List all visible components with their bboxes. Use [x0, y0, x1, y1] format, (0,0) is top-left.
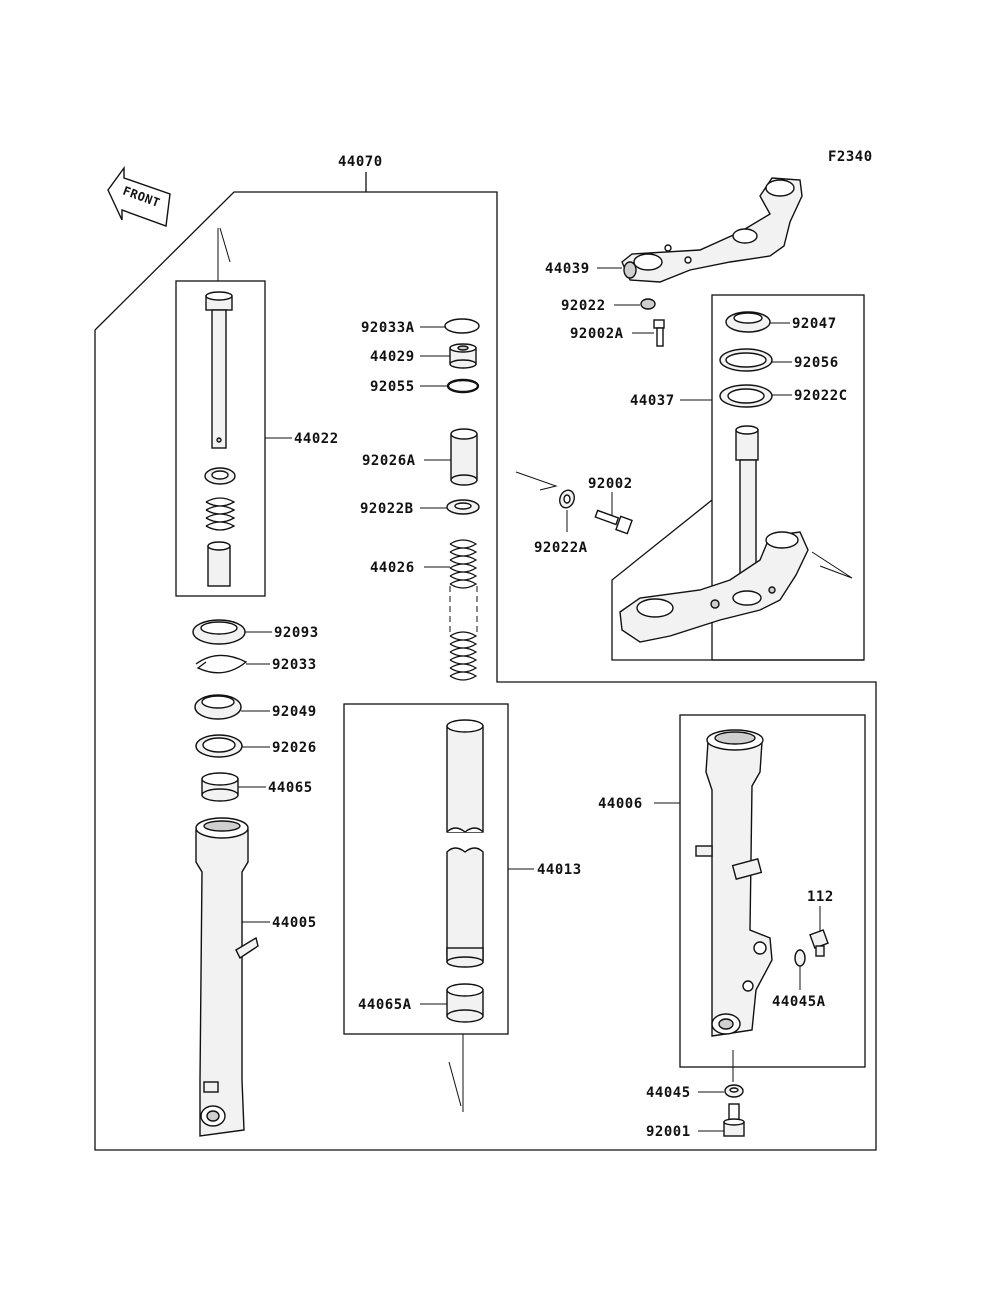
part-damper-rod-44022[interactable]	[204, 291, 236, 587]
part-bushing-44065[interactable]	[201, 772, 239, 802]
label-44045[interactable]: 44045	[646, 1085, 691, 1101]
label-44070[interactable]: 44070	[338, 154, 383, 170]
part-washer-92022A[interactable]	[557, 488, 576, 510]
part-upper-bracket[interactable]	[621, 177, 803, 283]
label-92022A[interactable]: 92022A	[534, 540, 588, 556]
part-bolt-92002[interactable]	[594, 509, 633, 535]
part-washer-92022C[interactable]	[719, 384, 773, 408]
label-44037[interactable]: 44037	[630, 393, 675, 409]
label-44022[interactable]: 44022	[294, 431, 339, 447]
part-spacer-92026A[interactable]	[450, 428, 478, 486]
label-44065A[interactable]: 44065A	[358, 997, 412, 1013]
label-44039[interactable]: 44039	[545, 261, 590, 277]
label-44029[interactable]: 44029	[370, 349, 415, 365]
part-outer-tube-44005[interactable]	[195, 817, 259, 1137]
label-92022C[interactable]: 92022C	[794, 388, 848, 404]
label-92002A[interactable]: 92002A	[570, 326, 624, 342]
part-washer-92026[interactable]	[195, 734, 243, 758]
part-bearing-92047[interactable]	[725, 311, 771, 333]
label-92056[interactable]: 92056	[794, 355, 839, 371]
label-92002[interactable]: 92002	[588, 476, 633, 492]
label-92033[interactable]: 92033	[272, 657, 317, 673]
part-outer-tube-44006[interactable]	[695, 729, 773, 1037]
right-tube-group-box	[679, 714, 866, 1068]
label-92033A[interactable]: 92033A	[361, 320, 415, 336]
part-seal-92056[interactable]	[719, 348, 773, 372]
label-92001[interactable]: 92001	[646, 1124, 691, 1140]
part-bleed-screw-112[interactable]	[809, 929, 829, 957]
label-92022[interactable]: 92022	[561, 298, 606, 314]
part-oil-seal-92049[interactable]	[194, 694, 242, 720]
part-circlip-92033A[interactable]	[444, 318, 480, 334]
part-bushing-44065A[interactable]	[446, 983, 484, 1023]
label-44005[interactable]: 44005	[272, 915, 317, 931]
label-92049[interactable]: 92049	[272, 704, 317, 720]
part-inner-tube-44013[interactable]	[446, 719, 484, 968]
part-spring-44026[interactable]	[449, 539, 478, 681]
label-44006[interactable]: 44006	[598, 796, 643, 812]
part-washer-92022[interactable]	[640, 298, 656, 310]
figure-code: F2340	[828, 149, 873, 165]
label-92055[interactable]: 92055	[370, 379, 415, 395]
label-92026A[interactable]: 92026A	[362, 453, 416, 469]
part-cap-44029[interactable]	[449, 343, 477, 369]
part-clip-92033[interactable]	[195, 654, 248, 674]
assembly-44070-outline	[94, 172, 877, 1151]
part-dust-seal-92093[interactable]	[192, 619, 246, 645]
part-washer-44045[interactable]	[724, 1084, 744, 1098]
front-direction-arrow-icon: FRONT	[107, 165, 171, 227]
part-washer-44045A[interactable]	[794, 949, 806, 967]
label-44045A[interactable]: 44045A	[772, 994, 826, 1010]
label-92047[interactable]: 92047	[792, 316, 837, 332]
part-bolt-92001[interactable]	[723, 1103, 745, 1137]
label-92093[interactable]: 92093	[274, 625, 319, 641]
part-steering-stem[interactable]	[619, 425, 809, 643]
label-112[interactable]: 112	[807, 889, 834, 905]
label-92022B[interactable]: 92022B	[360, 501, 414, 517]
label-92026[interactable]: 92026	[272, 740, 317, 756]
label-44065[interactable]: 44065	[268, 780, 313, 796]
part-oring-92055[interactable]	[446, 378, 480, 394]
label-44013[interactable]: 44013	[537, 862, 582, 878]
part-washer-92022B[interactable]	[446, 499, 480, 515]
label-44026[interactable]: 44026	[370, 560, 415, 576]
part-bolt-92002A[interactable]	[653, 319, 665, 347]
